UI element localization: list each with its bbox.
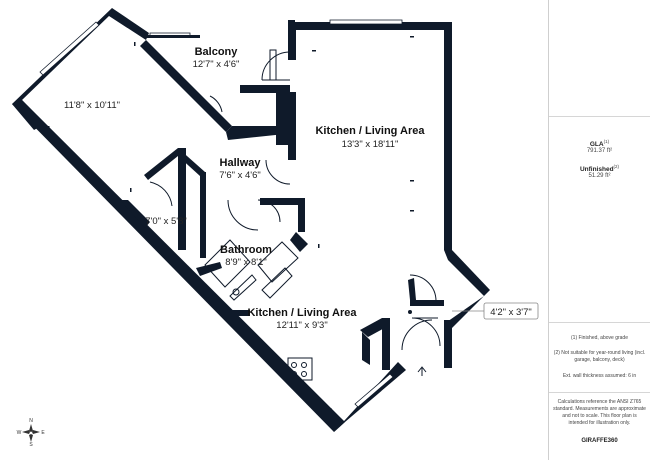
unfinished-label: Unfinished — [579, 166, 614, 173]
room-name: Bathroom — [220, 244, 272, 256]
room-name: Kitchen / Living Area — [247, 307, 357, 319]
room-dims: 7'0" x 5'8" — [145, 216, 187, 227]
compass-n: N — [29, 418, 33, 424]
disclaimer: Calculations reference the ANSI Z765 sta… — [553, 399, 646, 426]
note-finished: (1) Finished, above grade — [571, 335, 628, 341]
brand-logo: GIRAFFE360 — [581, 438, 618, 444]
info-sidebar: GLA(1) 791.37 ft² Unfinished(2) 51.29 ft… — [548, 0, 650, 460]
entry-arrow-icon — [417, 366, 427, 376]
room-balcony: Balcony 12'7" x 4'6" — [193, 46, 240, 70]
interior-walls — [120, 30, 444, 370]
callout-text: 4'2" x 3'7" — [490, 307, 532, 318]
gla-row: GLA(1) — [553, 138, 646, 149]
unfinished-value: 51.29 ft² — [588, 173, 611, 179]
room-kitchen-living-lower: Kitchen / Living Area 12'11" x 9'3" — [247, 307, 357, 331]
room-closet: 7'0" x 5'8" — [145, 216, 187, 227]
floor-plan: 11'8" x 10'11" Balcony 12'7" x 4'6" Kitc… — [12, 8, 539, 448]
compass-e: E — [41, 430, 45, 436]
note-unfinished: (2) Not suitable for year-round living (… — [553, 350, 646, 363]
gla-label: GLA — [589, 141, 604, 148]
compass-w: W — [17, 430, 22, 436]
disclaimer-box: Calculations reference the ANSI Z765 sta… — [549, 392, 650, 460]
room-dims: 7'6" x 4'6" — [219, 170, 261, 181]
notes: (1) Finished, above grade (2) Not suitab… — [549, 322, 650, 393]
room-dims: 12'7" x 4'6" — [193, 59, 240, 70]
closet-dims-callout: 4'2" x 3'7" — [452, 302, 539, 320]
fixture-dot — [408, 310, 412, 314]
gla-sup: (1) — [603, 139, 610, 144]
room-dims: 8'9" x 8'1" — [225, 257, 267, 268]
room-bedroom: 11'8" x 10'11" — [64, 100, 120, 111]
compass-s: S — [29, 442, 33, 448]
compass-icon: N S E W — [17, 418, 46, 448]
gla-value: 791.37 ft² — [586, 148, 613, 154]
room-bathroom: Bathroom 8'9" x 8'1" — [220, 244, 272, 268]
door-swings — [149, 51, 441, 351]
unfinished-row: Unfinished(2) — [553, 163, 646, 174]
room-dims: 13'3" x 18'11" — [342, 139, 399, 150]
room-dims: 12'11" x 9'3" — [276, 320, 327, 331]
room-name: Kitchen / Living Area — [315, 125, 425, 137]
windows — [39, 19, 403, 408]
exterior-walls — [12, 8, 490, 432]
note-wall: Ext. wall thickness assumed: 6 in — [562, 373, 637, 379]
room-kitchen-living-upper: Kitchen / Living Area 13'3" x 18'11" — [315, 125, 425, 150]
fixtures — [204, 49, 313, 381]
area-summary: GLA(1) 791.37 ft² Unfinished(2) 51.29 ft… — [549, 116, 650, 323]
room-name: Hallway — [220, 157, 262, 169]
tick-marks — [48, 36, 414, 412]
top-spacer — [549, 0, 650, 117]
unfinished-sup: (2) — [613, 164, 620, 169]
room-hallway: Hallway 7'6" x 4'6" — [219, 157, 261, 181]
room-dims: 11'8" x 10'11" — [64, 100, 120, 111]
room-name: Balcony — [195, 46, 239, 58]
